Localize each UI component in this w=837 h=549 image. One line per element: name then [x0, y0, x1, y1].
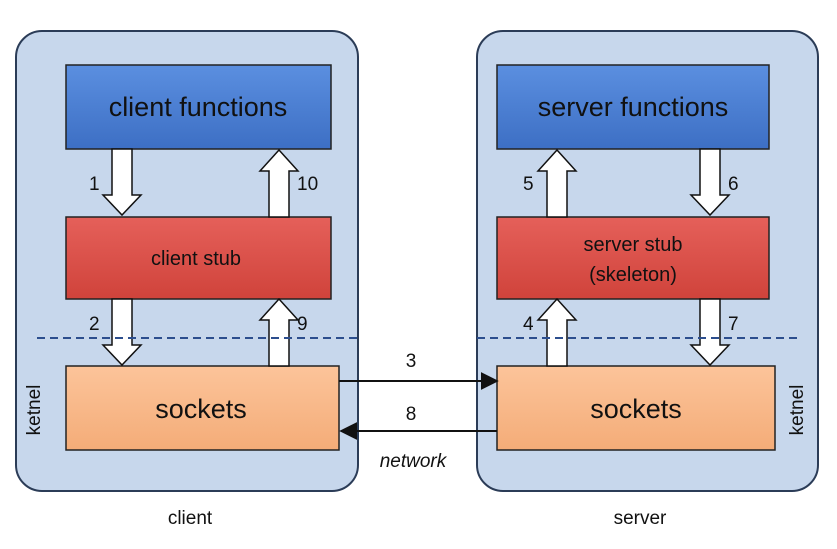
server-functions-box — [496, 64, 770, 150]
server-sockets-label: sockets — [590, 394, 682, 424]
client-sockets-box — [65, 365, 340, 451]
client-panel-caption: client — [168, 508, 213, 529]
step-3-label: 3 — [406, 351, 417, 372]
step-7-label: 7 — [728, 314, 739, 335]
client-arrow-2-down — [101, 298, 143, 367]
step-1-label: 1 — [89, 174, 100, 195]
server-stub-label-line1: server stub — [584, 234, 683, 256]
client-arrow-9-up — [258, 297, 300, 367]
step-4-label: 4 — [523, 314, 534, 335]
client-sockets-label: sockets — [155, 394, 247, 424]
server-stub-label-line2: (skeleton) — [589, 264, 677, 286]
client-arrow-10-up — [258, 148, 300, 218]
step-6-label: 6 — [728, 174, 739, 195]
server-stub-box — [496, 216, 770, 300]
server-sockets-box — [496, 365, 776, 451]
step-9-label: 9 — [297, 314, 308, 335]
step-8-label: 8 — [406, 404, 417, 425]
server-arrow-7-down — [689, 298, 731, 367]
client-stub-label: client stub — [151, 248, 241, 270]
server-arrow-4-up — [536, 297, 578, 367]
client-arrow-1-down — [101, 148, 143, 217]
network-label: network — [380, 451, 448, 472]
client-kernel-label: ketnel — [24, 385, 45, 436]
server-arrow-6-down — [689, 148, 731, 217]
step-5-label: 5 — [523, 174, 534, 195]
client-stub-box — [65, 216, 332, 300]
client-functions-label: client functions — [109, 92, 288, 122]
server-functions-label: server functions — [538, 92, 729, 122]
step-10-label: 10 — [297, 174, 318, 195]
server-kernel-label: ketnel — [787, 385, 808, 436]
step-2-label: 2 — [89, 314, 100, 335]
server-panel-caption: server — [614, 508, 667, 529]
server-arrow-5-up — [536, 148, 578, 218]
client-functions-box — [65, 64, 332, 150]
